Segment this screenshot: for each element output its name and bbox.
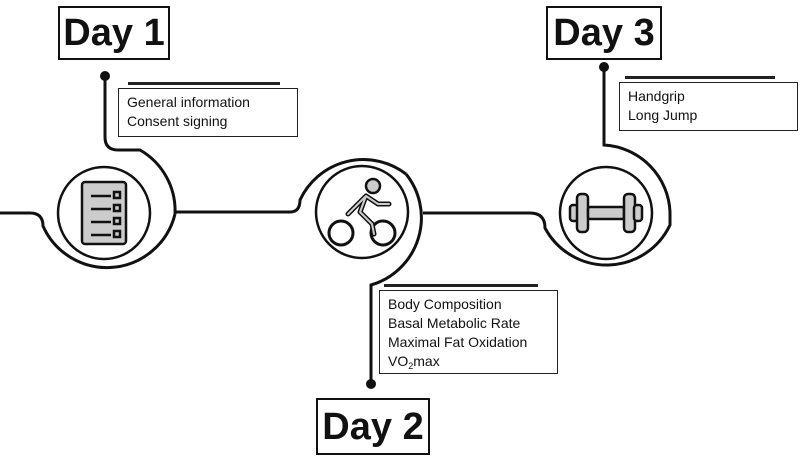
day2-info-bar	[384, 284, 538, 287]
dumbbell-icon	[568, 192, 644, 234]
timeline-segments	[0, 67, 672, 384]
day1-label-box: Day 1	[58, 6, 170, 60]
vo2-suffix: max	[413, 353, 440, 369]
day3-item: Long Jump	[628, 107, 698, 123]
day2-label-box: Day 2	[316, 398, 430, 455]
day2-item: Body Composition	[388, 296, 502, 312]
day3-connector-dot	[599, 62, 609, 72]
day2-label: Day 2	[322, 405, 424, 448]
day3-item: Handgrip	[628, 88, 685, 104]
day3-label: Day 3	[553, 12, 655, 54]
vo2-subscript: 2	[408, 361, 414, 371]
day1-connector-dot	[100, 71, 110, 81]
day2-item: Maximal Fat Oxidation	[388, 334, 528, 350]
day2-icon-circle	[314, 164, 410, 260]
day1-label: Day 1	[63, 12, 165, 54]
day2-connector-dot	[366, 379, 376, 389]
day1-item: Consent signing	[127, 113, 228, 129]
day2-info-box: Body Composition Basal Metabolic Rate Ma…	[379, 290, 558, 374]
day3-info-box: Handgrip Long Jump	[619, 82, 798, 131]
day1-icon-circle	[56, 165, 152, 261]
day2-item: Basal Metabolic Rate	[388, 315, 521, 331]
cyclist-icon	[327, 177, 397, 247]
day1-info-bar	[128, 82, 280, 85]
day3-label-box: Day 3	[546, 6, 662, 60]
day1-item: General information	[127, 94, 250, 110]
day1-info-box: General information Consent signing	[118, 88, 298, 137]
checklist-icon	[80, 180, 128, 246]
day2-item-vo2max: VO2max	[388, 352, 549, 376]
day3-icon-circle	[558, 165, 654, 261]
day3-info-bar	[625, 76, 775, 79]
vo2-prefix: VO	[388, 353, 409, 369]
